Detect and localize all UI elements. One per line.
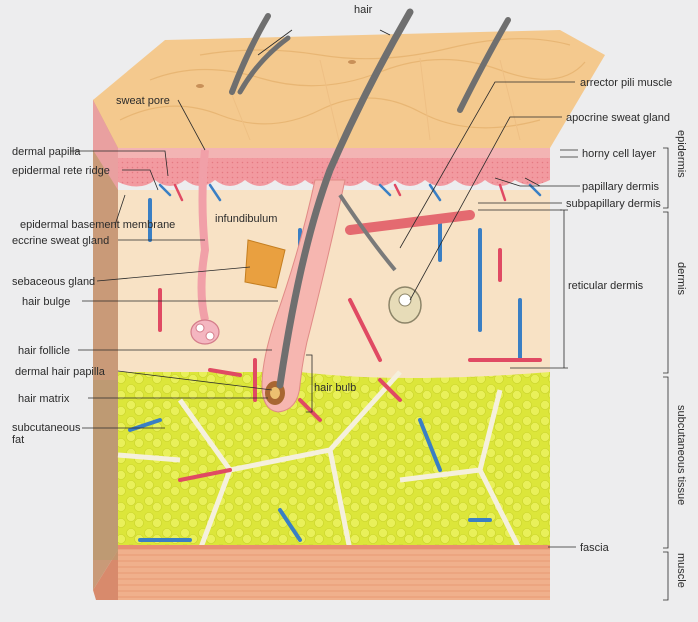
label-hair-follicle: hair follicle	[18, 345, 70, 357]
label-subcutaneous-fat-2: fat	[12, 434, 24, 446]
section-epidermis: epidermis	[675, 130, 687, 178]
label-hair-bulge: hair bulge	[22, 296, 70, 308]
section-brackets	[663, 147, 669, 601]
section-dermis: dermis	[675, 262, 687, 296]
hair-shafts	[229, 8, 511, 389]
label-epidermal-rete-ridge: epidermal rete ridge	[12, 165, 110, 177]
eccrine-sweat-gland	[190, 149, 220, 345]
label-hair-bulb: hair bulb	[314, 382, 356, 394]
label-papillary-dermis: papillary dermis	[582, 181, 660, 193]
label-subcutaneous-fat-1: subcutaneous	[12, 422, 81, 434]
label-hair-matrix: hair matrix	[18, 393, 70, 405]
label-sebaceous-gland: sebaceous gland	[12, 276, 95, 288]
label-apocrine-sweat-gland: apocrine sweat gland	[566, 112, 670, 124]
label-horny-cell-layer: horny cell layer	[582, 148, 656, 160]
label-dermal-hair-papilla: dermal hair papilla	[15, 366, 106, 378]
label-arrector-pili-muscle: arrector pili muscle	[580, 77, 672, 89]
skin-surface	[93, 30, 605, 148]
label-subpapillary-dermis: subpapillary dermis	[566, 198, 661, 210]
label-dermal-papilla: dermal papilla	[12, 146, 81, 158]
label-eccrine-sweat-gland: eccrine sweat gland	[12, 235, 109, 247]
section-subcutaneous-tissue: subcutaneous tissue	[675, 405, 687, 505]
label-sweat-pore: sweat pore	[116, 95, 170, 107]
label-reticular-dermis: reticular dermis	[568, 280, 644, 292]
label-fascia: fascia	[580, 542, 610, 554]
section-muscle: muscle	[675, 553, 687, 588]
label-hair: hair	[354, 4, 373, 16]
label-epidermal-basement-membrane: epidermal basement membrane	[20, 219, 175, 231]
label-infundibulum: infundibulum	[215, 213, 277, 225]
muscle-layer	[118, 545, 550, 600]
block-side-face	[93, 85, 118, 600]
leader-lines	[70, 29, 580, 548]
